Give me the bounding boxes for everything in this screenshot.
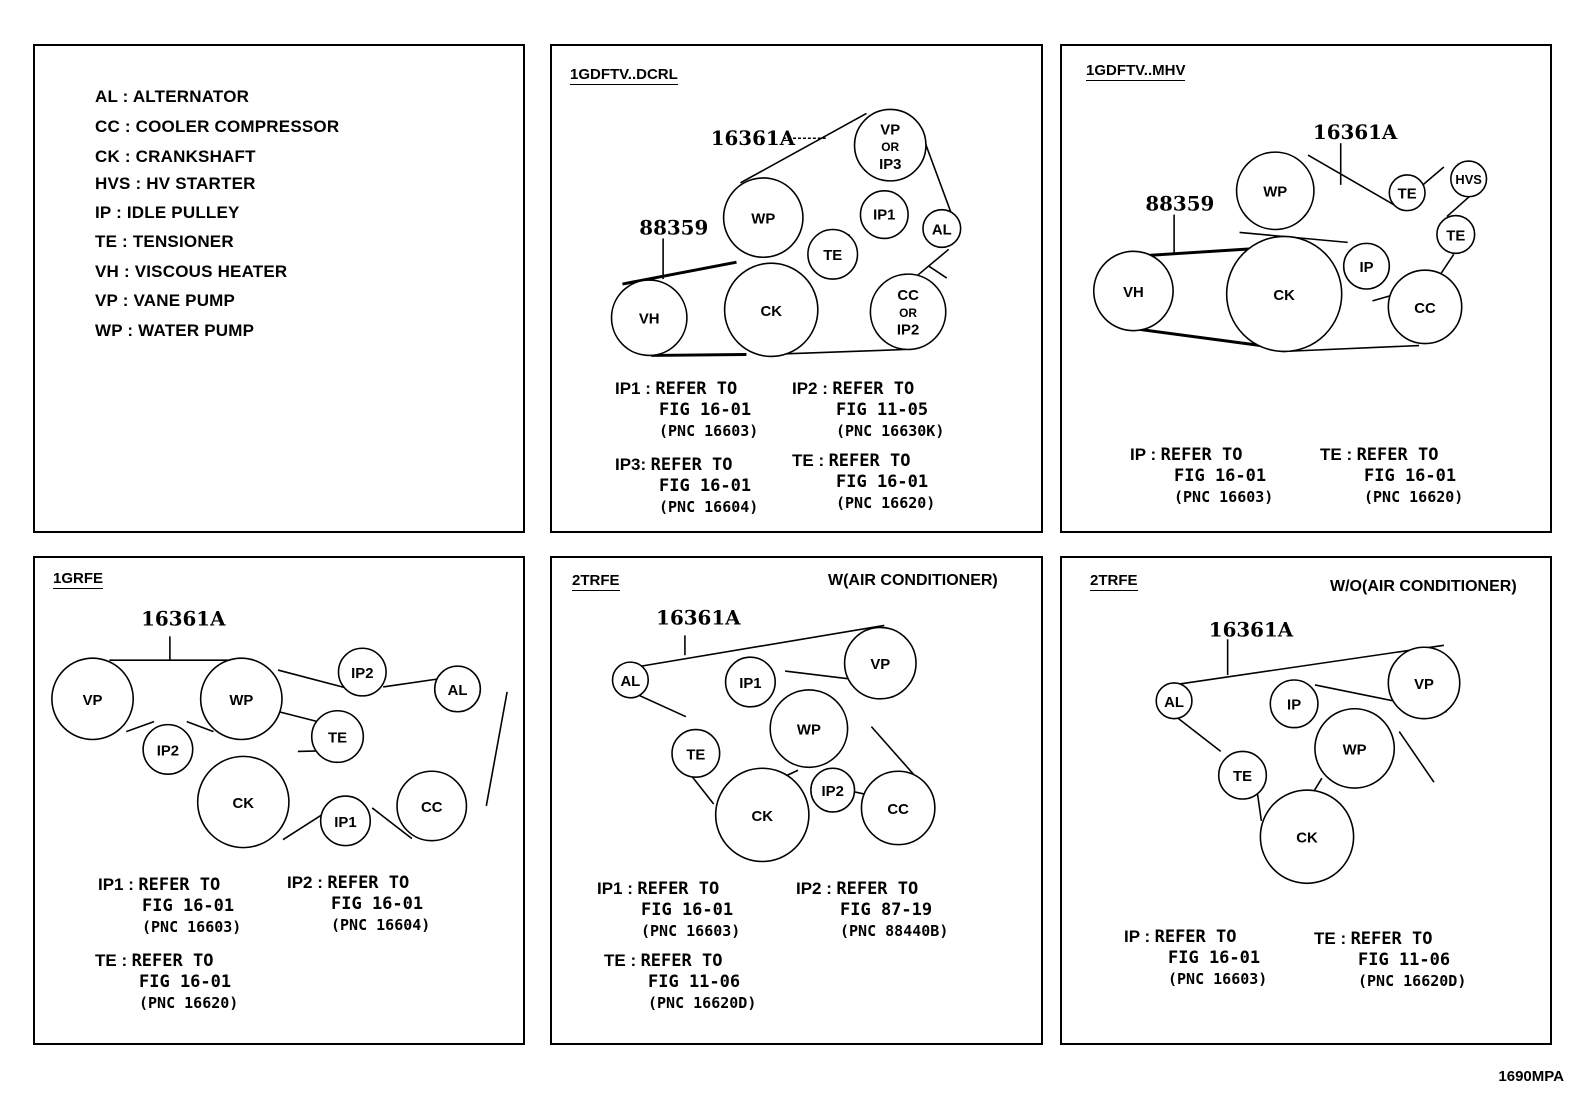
pulley-label: OR	[899, 306, 917, 320]
panel-1grfe: VP WP IP2 IP2 AL TE CK IP1 CC 16361A 1GR…	[33, 556, 525, 1045]
pulley-label: VP	[880, 122, 900, 138]
reference-note: TE : REFER TO FIG 11-06 (PNC 16620D)	[604, 951, 757, 1012]
reference-note: IP3: REFER TO FIG 16-01 (PNC 16604)	[615, 455, 759, 516]
pulley-label: WP	[1263, 185, 1287, 201]
part-number-label: 16361A	[711, 126, 796, 150]
legend-item: CC : COOLER COMPRESSOR	[95, 117, 340, 136]
part-number-label: 16361A	[1209, 617, 1294, 641]
pulley-label: CC	[1414, 301, 1436, 317]
panel-2trfe-without-ac: AL IP VP WP TE CK 16361A 2TRFE W/O(AIR C…	[1060, 556, 1552, 1045]
pulley-label: VH	[639, 312, 660, 328]
pulley-label: CK	[760, 304, 782, 320]
belt-diagram-1gdftv-dcrl: VP OR IP3 IP1 AL WP TE VH CK CC OR IP2 1…	[610, 108, 962, 358]
pulley-label: WP	[751, 212, 775, 228]
pulley-label: WP	[229, 693, 253, 709]
pulley-label: IP	[1359, 260, 1373, 276]
reference-note: IP2 : REFER TO FIG 11-05 (PNC 16630K)	[792, 379, 945, 440]
pulley-label: CC	[897, 288, 919, 304]
part-number-label: 16361A	[141, 606, 226, 630]
pulley-label: IP	[1287, 698, 1301, 714]
pulley-label: IP1	[334, 815, 356, 831]
legend-item: TE : TENSIONER	[95, 232, 234, 251]
part-number-label: 88359	[1145, 192, 1214, 216]
legend-item: WP : WATER PUMP	[95, 321, 255, 340]
pulley-label: TE	[686, 747, 705, 763]
panel-1gdftv-mhv: WP TE HVS TE VH CK IP CC 16361A 88359 1G…	[1060, 44, 1552, 533]
pulley-label: IP2	[897, 323, 919, 339]
reference-note: IP1 : REFER TO FIG 16-01 (PNC 16603)	[98, 875, 242, 936]
pulley-label: TE	[1398, 187, 1417, 203]
pulley-label: WP	[797, 723, 821, 739]
pulley-label: CC	[421, 800, 443, 816]
part-number-label: 16361A	[1313, 120, 1398, 144]
panel-1gdftv-dcrl: VP OR IP3 IP1 AL WP TE VH CK CC OR IP2 1…	[550, 44, 1043, 533]
belt-diagram-2trfe-with-ac: AL IP1 VP WP TE CK IP2 CC 16361A	[611, 605, 936, 863]
panel-title: 2TRFE	[572, 572, 620, 591]
pulley-label: IP2	[822, 784, 844, 800]
pulley-label: CK	[1296, 831, 1318, 847]
reference-note: IP : REFER TO FIG 16-01 (PNC 16603)	[1130, 445, 1274, 506]
pulley-label: CC	[887, 802, 909, 818]
pulley-label: TE	[823, 248, 842, 264]
pulley-label: WP	[1343, 742, 1367, 758]
pulley-label: IP2	[157, 743, 179, 759]
legend-item: VP : VANE PUMP	[95, 291, 236, 310]
reference-note: TE : REFER TO FIG 16-01 (PNC 16620)	[1320, 445, 1464, 506]
reference-note: IP1 : REFER TO FIG 16-01 (PNC 16603)	[597, 879, 741, 940]
pulley-label: IP2	[351, 666, 373, 682]
pulley-label: AL	[932, 222, 952, 238]
panel-title: 1GRFE	[53, 570, 104, 589]
legend-item: AL : ALTERNATOR	[95, 87, 250, 106]
panel-title: 1GDFTV..MHV	[1086, 62, 1186, 81]
legend-panel: AL : ALTERNATOR CC : COOLER COMPRESSOR C…	[33, 44, 525, 533]
pulley-label: TE	[328, 730, 347, 746]
legend-item: VH : VISCOUS HEATER	[95, 262, 288, 281]
pulley-label: IP1	[739, 676, 761, 692]
reference-note: IP2 : REFER TO FIG 87-19 (PNC 88440B)	[796, 879, 949, 940]
part-number-label: 88359	[639, 215, 708, 239]
panel-title: 1GDFTV..DCRL	[570, 66, 678, 85]
legend-item: CK : CRANKSHAFT	[95, 147, 256, 166]
pulley-label: VP	[870, 657, 890, 673]
pulley-label: AL	[620, 674, 640, 690]
panel-subtitle: W(AIR CONDITIONER)	[828, 572, 998, 589]
pulley-label: HVS	[1455, 172, 1482, 187]
diagram-code: 1690MPA	[1498, 1068, 1564, 1085]
panel-subtitle: W/O(AIR CONDITIONER)	[1330, 578, 1517, 595]
reference-note: TE : REFER TO FIG 11-06 (PNC 16620D)	[1314, 929, 1467, 990]
pulley-label: AL	[448, 683, 468, 699]
belt-diagram-1grfe: VP WP IP2 IP2 AL TE CK IP1 CC 16361A	[51, 606, 508, 849]
reference-note: IP1 : REFER TO FIG 16-01 (PNC 16603)	[615, 379, 759, 440]
pulley-label: CK	[233, 796, 255, 812]
pulley-label: TE	[1446, 228, 1465, 244]
belt-diagram-1gdftv-mhv: WP TE HVS TE VH CK IP CC 16361A 88359	[1092, 120, 1488, 353]
part-number-label: 16361A	[656, 605, 741, 629]
reference-note: IP2 : REFER TO FIG 16-01 (PNC 16604)	[287, 873, 431, 934]
reference-note: TE : REFER TO FIG 16-01 (PNC 16620)	[95, 951, 239, 1012]
pulley-label: VP	[83, 693, 103, 709]
pulley-label: VH	[1123, 285, 1144, 301]
legend-item: IP : IDLE PULLEY	[95, 203, 240, 222]
pulley-label: CK	[1273, 288, 1295, 304]
panel-2trfe-with-ac: AL IP1 VP WP TE CK IP2 CC 16361A 2TRFE W…	[550, 556, 1043, 1045]
pulley-label: AL	[1164, 695, 1184, 711]
reference-note: IP : REFER TO FIG 16-01 (PNC 16603)	[1124, 927, 1268, 988]
pulley-label: TE	[1233, 769, 1252, 785]
belt-diagram-2trfe-without-ac: AL IP VP WP TE CK 16361A	[1155, 617, 1461, 885]
pulley-label: OR	[881, 140, 899, 154]
pulley-label: VP	[1414, 677, 1434, 693]
panel-title: 2TRFE	[1090, 572, 1138, 591]
pulley-label: CK	[752, 809, 774, 825]
reference-note: TE : REFER TO FIG 16-01 (PNC 16620)	[792, 451, 936, 512]
legend-item: HVS : HV STARTER	[95, 174, 256, 193]
pulley-label: IP1	[873, 208, 895, 224]
pulley-label: IP3	[879, 157, 901, 173]
